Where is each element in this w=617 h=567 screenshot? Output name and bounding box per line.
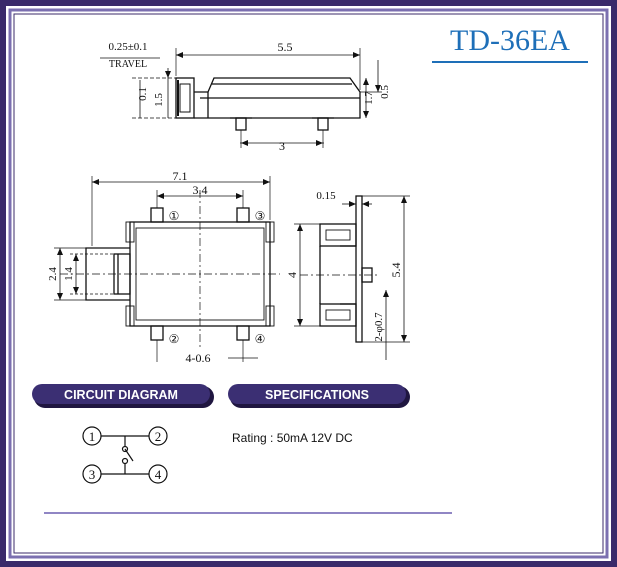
dim-side-right-top: 0.5 [379,85,391,99]
dim-side-left-height: 1.5 [153,93,165,107]
pin-label-3: ③ [255,209,266,223]
circuit-diagram-heading: CIRCUIT DIAGRAM [32,384,214,408]
top-view-arrows [57,179,270,300]
specifications-heading: SPECIFICATIONS [228,384,410,408]
circuit-pin-1: 1 [89,429,96,444]
dim-side-width: 5.5 [278,40,293,54]
circuit-diagram-label: CIRCUIT DIAGRAM [64,388,178,402]
dim-top-inner-height: 1.4 [63,267,75,281]
pin-label-1: ① [169,209,180,223]
dim-side-right-body: 1.7 [363,91,375,105]
dim-end-total: 5.4 [389,263,403,278]
circuit-schematic [82,426,168,484]
circuit-pin-4: 4 [155,467,162,482]
dim-side-left-small: 0.1 [137,87,149,101]
circuit-pin-3: 3 [89,467,96,482]
travel-value: 0.25±0.1 [108,41,147,53]
dim-side-pin-spacing: 3 [279,139,285,153]
top-view-drawing [54,176,280,362]
dim-top-pins: 4-0.6 [186,351,211,365]
pin-label-2: ② [169,332,180,346]
end-view-drawing [294,195,410,360]
dim-top-overall: 7.1 [173,169,188,183]
dim-end-pins: 2-φ0.7 [373,312,385,342]
dim-top-outer-height: 2.4 [47,267,59,281]
specifications-label: SPECIFICATIONS [265,388,369,402]
dim-top-pad-spacing: 3.4 [193,183,208,197]
travel-label: TRAVEL [109,59,147,70]
end-view-arrows [297,196,407,342]
dim-end-height: 4 [285,272,299,278]
part-number-title: TD-36EA [450,24,570,57]
dim-end-thickness: 0.15 [316,190,336,202]
circuit-pin-2: 2 [155,429,162,444]
pin-label-4: ④ [255,332,266,346]
rating-spec: Rating : 50mA 12V DC [232,431,353,445]
side-view-arrows [165,52,381,146]
